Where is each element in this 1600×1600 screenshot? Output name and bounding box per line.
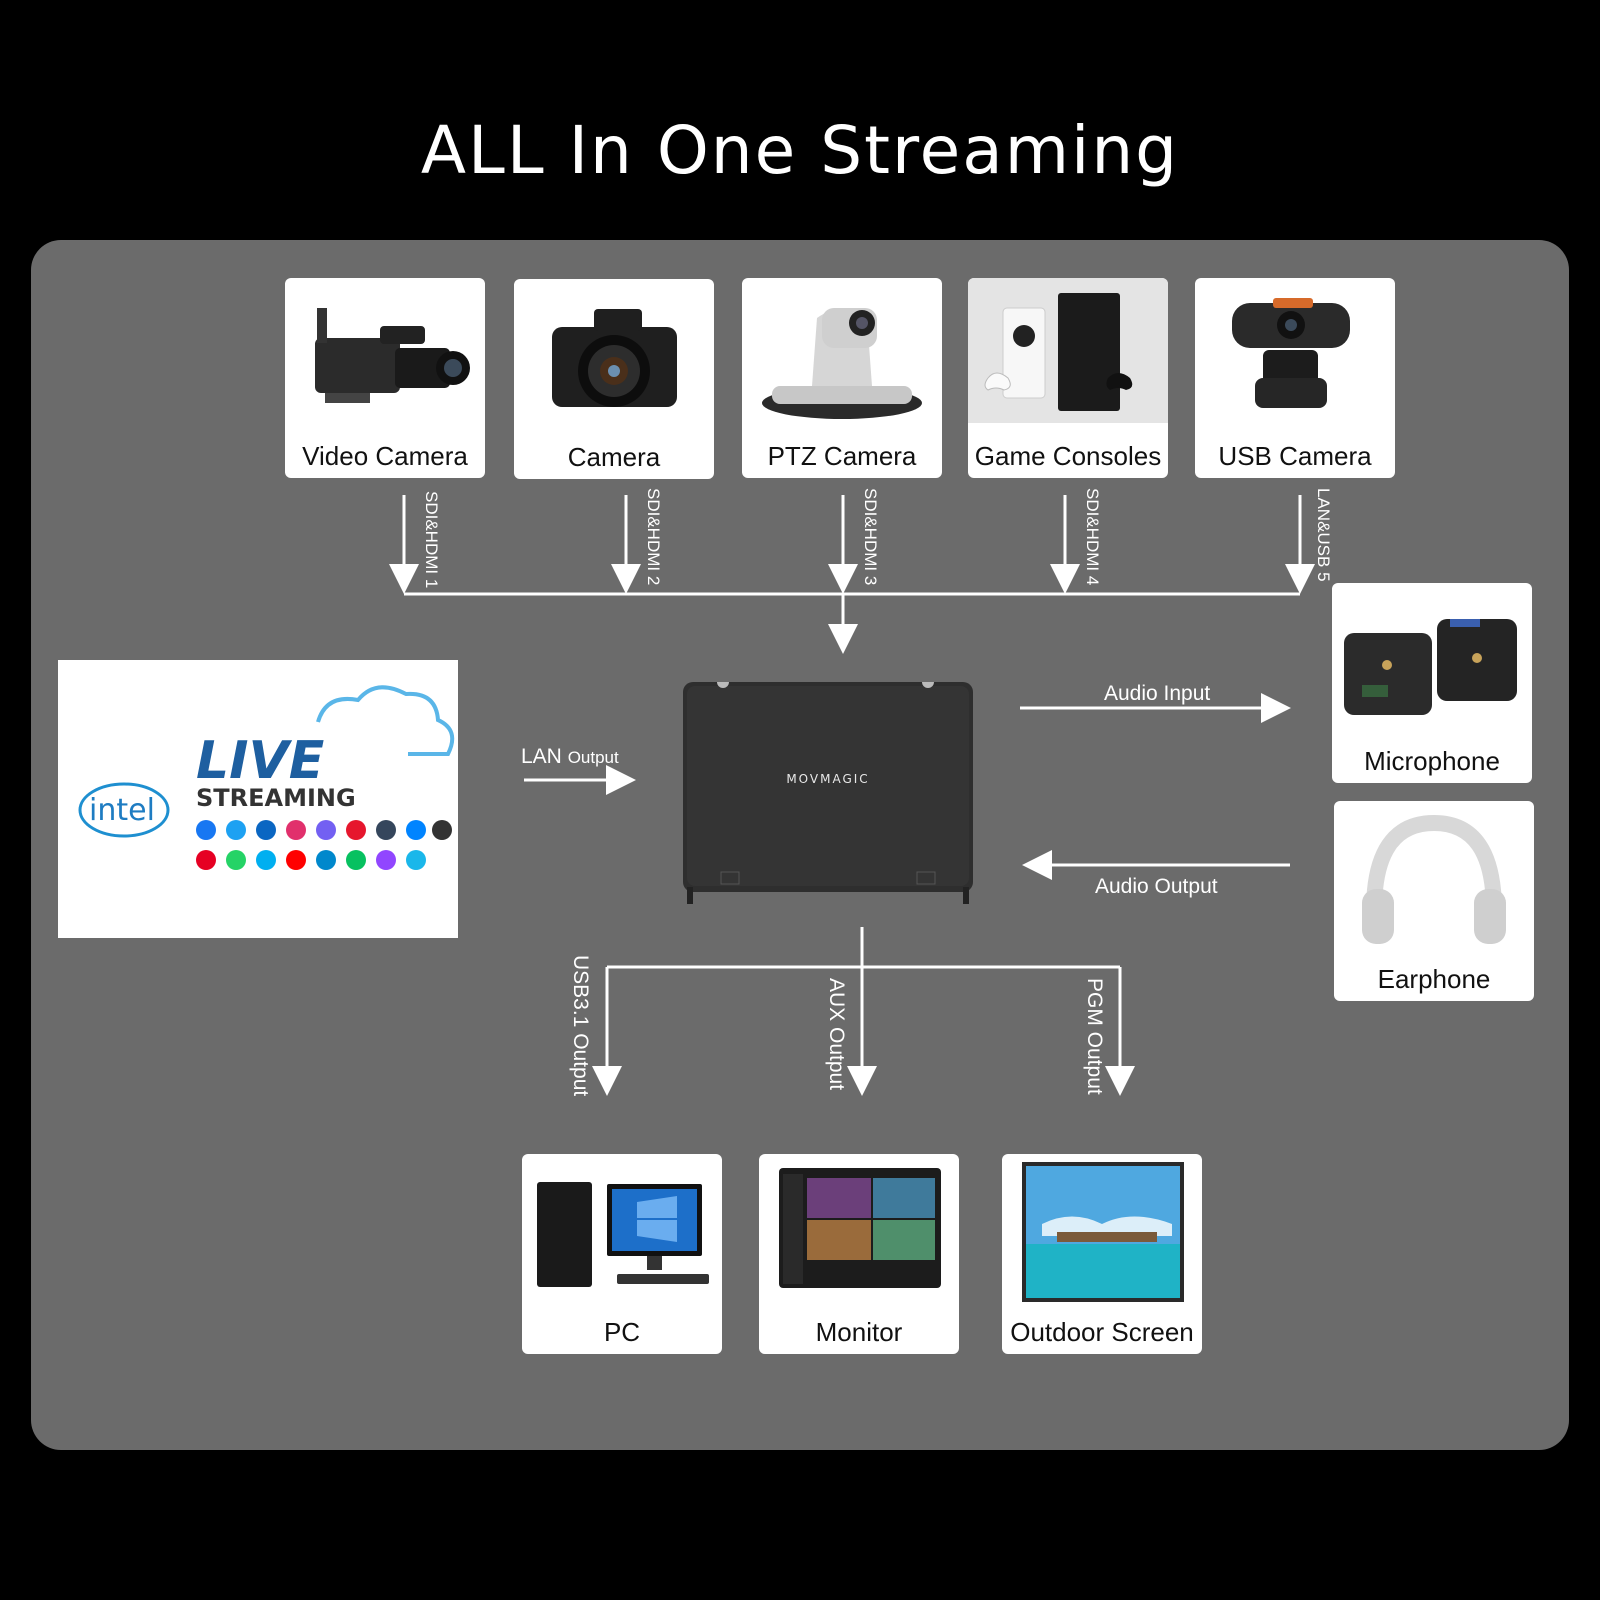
headphones-icon xyxy=(1362,814,1506,944)
output-card-label: Outdoor Screen xyxy=(1010,1317,1194,1347)
input-card-label: Camera xyxy=(567,442,661,472)
input-card-label: PTZ Camera xyxy=(767,441,917,471)
input-card-usb-camera: USB Camera xyxy=(1195,278,1395,478)
input-card-label: Video Camera xyxy=(302,441,468,471)
output-card-label: PC xyxy=(603,1317,641,1347)
cloud-icon xyxy=(316,685,455,756)
audio-card-label: Microphone xyxy=(1364,746,1500,776)
input-card-camera: Camera xyxy=(514,279,714,479)
lan-label: LAN Output xyxy=(521,745,619,769)
link-label-5: LAN&USB 5 xyxy=(1314,488,1333,582)
intel-logo-ring xyxy=(78,782,170,838)
usb-camera-icon xyxy=(1232,298,1350,408)
video-camera-icon xyxy=(315,308,470,403)
audio-output-label: Audio Output xyxy=(1095,875,1218,898)
output-card-monitor: Monitor xyxy=(759,1154,959,1354)
social-icons-row-1 xyxy=(196,820,452,840)
input-card-ptz-camera: PTZ Camera xyxy=(742,278,942,478)
link-label-1: SDI&HDMI 1 xyxy=(422,491,441,589)
ptz-camera-icon xyxy=(762,308,922,419)
camera-icon xyxy=(552,309,677,407)
lan-label-main: LAN xyxy=(521,745,562,768)
outdoor-screen-icon xyxy=(1022,1162,1184,1302)
audio-card-microphone: Microphone xyxy=(1332,583,1532,783)
link-label-4: SDI&HDMI 4 xyxy=(1083,488,1102,586)
microphone-icon xyxy=(1344,619,1517,715)
device-brand-label: MOVMAGIC xyxy=(786,772,869,786)
output-link-label-monitor: AUX Output xyxy=(825,978,848,1091)
live-text: LIVE xyxy=(196,731,324,791)
output-card-pc: PC xyxy=(522,1154,722,1354)
audio-card-earphone: Earphone xyxy=(1334,801,1534,1001)
monitor-icon xyxy=(779,1168,941,1288)
link-label-2: SDI&HDMI 2 xyxy=(644,488,663,586)
link-label-3: SDI&HDMI 3 xyxy=(861,488,880,586)
input-card-label: USB Camera xyxy=(1218,441,1372,471)
input-card-game-consoles: Game Consoles xyxy=(968,278,1168,478)
social-icons-row-2 xyxy=(196,850,426,870)
lan-label-sub: Output xyxy=(567,748,619,767)
movmagic-device: MOVMAGIC xyxy=(683,682,973,904)
pc-icon xyxy=(537,1182,709,1287)
input-card-label: Game Consoles xyxy=(974,441,1162,471)
page-title: ALL In One Streaming xyxy=(420,112,1180,189)
output-link-label-screen: PGM Output xyxy=(1083,978,1106,1095)
audio-card-label: Earphone xyxy=(1377,964,1491,994)
input-card-video-camera: Video Camera xyxy=(285,278,485,478)
output-card-label: Monitor xyxy=(815,1317,903,1347)
live-streaming-panel: intel LIVE STREAMING xyxy=(58,660,458,938)
audio-input-label: Audio Input xyxy=(1104,682,1211,705)
live-streaming-logo: intel LIVE STREAMING xyxy=(78,685,455,870)
game-console-icon xyxy=(968,278,1168,423)
output-link-label-pc: USB3.1 Output xyxy=(569,955,592,1097)
streaming-text: STREAMING xyxy=(196,784,356,812)
output-card-outdoor-screen: Outdoor Screen xyxy=(1002,1154,1202,1354)
intel-logo-text: intel xyxy=(89,793,155,828)
